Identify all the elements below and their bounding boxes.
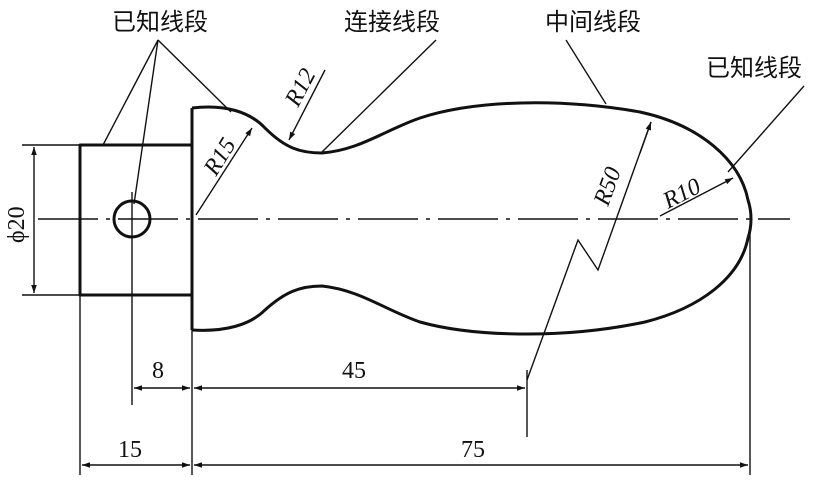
leader-known-left-1	[102, 39, 159, 146]
leader-r12	[288, 69, 326, 141]
label-intermediate: 中间线段	[545, 8, 641, 36]
leader-connecting	[321, 39, 437, 153]
leader-intermediate	[565, 39, 607, 105]
radius-r15: R15	[199, 134, 242, 181]
leader-known-left-2	[133, 39, 159, 205]
dim-75: 75	[461, 437, 485, 463]
leader-r50	[526, 121, 652, 381]
leader-known-right	[727, 85, 805, 173]
handle-outline	[191, 101, 753, 336]
radius-r10: R10	[658, 174, 705, 215]
dim-15: 15	[118, 437, 142, 463]
dim-45: 45	[342, 358, 366, 384]
label-known-right: 已知线段	[706, 54, 802, 82]
label-known-left: 已知线段	[112, 8, 208, 36]
leader-r15	[195, 127, 253, 216]
label-connecting: 连接线段	[344, 8, 440, 36]
leader-r10	[659, 177, 734, 217]
dim-phi20: ϕ20	[4, 206, 30, 243]
radius-r50: R50	[589, 164, 627, 210]
leader-r50-tip	[639, 121, 652, 154]
dim-8: 8	[152, 358, 164, 384]
radius-r12: R12	[280, 64, 322, 111]
leader-known-left-3	[157, 39, 232, 113]
cylinder-body	[78, 143, 194, 297]
